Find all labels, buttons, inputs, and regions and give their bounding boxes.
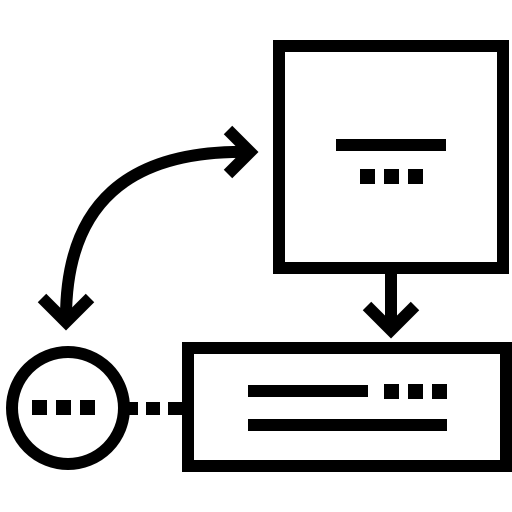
- node-circle-icon: [6, 346, 130, 470]
- dot-1: [360, 169, 375, 184]
- server-dot-3: [432, 384, 447, 399]
- dashed-connector: [124, 402, 182, 415]
- dot-3: [408, 169, 423, 184]
- dot-2: [384, 169, 399, 184]
- server-dot-1: [384, 384, 399, 399]
- down-arrow-icon: [362, 268, 420, 339]
- curved-double-arrow-icon: [37, 125, 259, 331]
- server-dot-2: [408, 384, 423, 399]
- server-box-icon: [182, 342, 512, 472]
